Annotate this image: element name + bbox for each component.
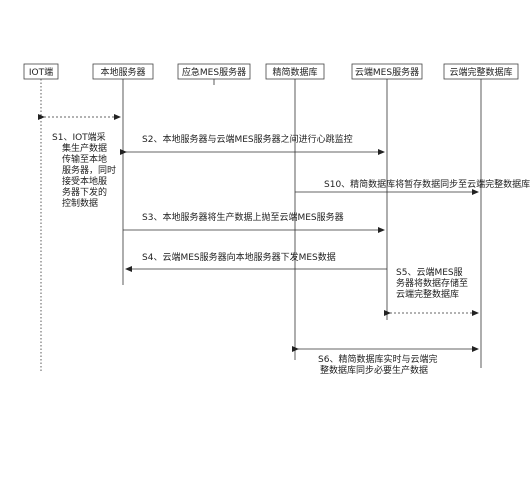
message-s3-label: S3、本地服务器将生产数据上抛至云端MES服务器	[142, 211, 344, 223]
message-s5: S5、云端MES服 务器将数据存储至 云端完整数据库	[384, 266, 479, 316]
message-s4-label: S4、云端MES服务器向本地服务器下发MES数据	[142, 251, 336, 263]
message-s5-line-1: S5、云端MES服	[396, 266, 463, 278]
message-s5-line-2: 务器将数据存储至	[396, 277, 468, 289]
participant-iot: IOT端	[23, 63, 59, 80]
message-s1-line-3: 传输至本地	[62, 153, 107, 165]
participant-emergency-mes: 应急MES服务器	[177, 63, 251, 80]
participant-cloud-mes-label: 云端MES服务器	[355, 66, 419, 78]
message-s1-line-4: 服务器，同时	[62, 164, 116, 176]
message-s10: S10、精简数据库将暂存数据同步至云端完整数据库	[295, 178, 530, 195]
participant-local-server-label: 本地服务器	[100, 66, 145, 78]
message-s4: S4、云端MES服务器向本地服务器下发MES数据	[125, 251, 387, 272]
message-s6-line-2: 整数据库同步必要生产数据	[320, 364, 428, 376]
message-s10-label: S10、精简数据库将暂存数据同步至云端完整数据库	[324, 178, 530, 190]
message-s1-line-7: 控制数据	[62, 197, 98, 209]
participant-cloud-mes: 云端MES服务器	[351, 63, 423, 80]
participant-lite-db-label: 精简数据库	[272, 66, 317, 78]
participant-local-server: 本地服务器	[92, 63, 154, 80]
participant-iot-label: IOT端	[29, 66, 53, 78]
message-s6: S6、精简数据库实时与云端完 整数据库同步必要生产数据	[292, 346, 479, 376]
message-s2: S2、本地服务器与云端MES服务器之间进行心跳监控	[120, 133, 385, 155]
participant-cloud-full-db-label: 云端完整数据库	[449, 66, 512, 78]
message-s6-line-1: S6、精简数据库实时与云端完	[318, 353, 437, 365]
participant-cloud-full-db: 云端完整数据库	[443, 63, 519, 80]
message-s1: S1、IOT端采 集生产数据 传输至本地 服务器，同时 接受本地服 务器下发的 …	[38, 114, 121, 209]
message-s1-line-6: 务器下发的	[62, 186, 107, 198]
message-s1-line-1: S1、IOT端采	[52, 131, 106, 143]
message-s5-line-3: 云端完整数据库	[396, 288, 459, 300]
message-s3: S3、本地服务器将生产数据上抛至云端MES服务器	[123, 211, 385, 233]
participant-emergency-mes-label: 应急MES服务器	[182, 66, 246, 78]
message-s1-line-5: 接受本地服	[62, 175, 107, 187]
message-s1-line-2: 集生产数据	[62, 142, 107, 154]
message-s2-label: S2、本地服务器与云端MES服务器之间进行心跳监控	[142, 133, 353, 145]
participant-lite-db: 精简数据库	[265, 63, 325, 80]
